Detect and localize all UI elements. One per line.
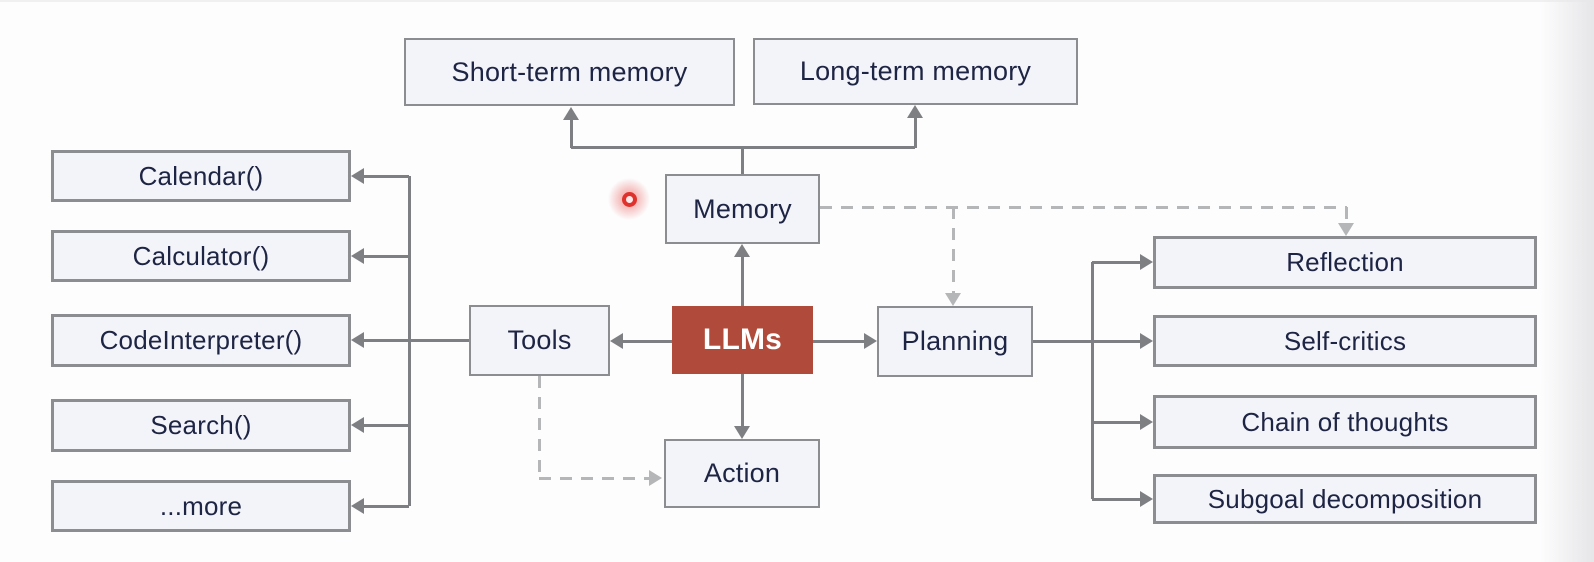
node-label-code-interpreter: CodeInterpreter() (99, 325, 303, 355)
node-memory: Memory (665, 174, 820, 244)
connector-branch-search (357, 423, 409, 427)
node-label-planning: Planning (901, 326, 1009, 356)
connector-dashed-to-planning (951, 207, 955, 294)
node-more: ...more (51, 480, 351, 532)
arrowhead-into-action (734, 426, 750, 439)
connector-branch-reflection (1092, 260, 1147, 264)
node-label-reflection: Reflection (1286, 247, 1404, 277)
arrowhead-dashed-into-reflection (1338, 223, 1354, 236)
connector-llms-to-action (740, 374, 744, 434)
connector-branch-calendar (357, 174, 409, 178)
node-llms: LLMs (672, 306, 813, 374)
node-search: Search() (51, 399, 351, 452)
arrowhead-dashed-into-action (649, 470, 662, 486)
node-label-calendar: Calendar() (138, 160, 264, 191)
connector-dashed-to-action (539, 476, 650, 480)
node-label-llms: LLMs (702, 323, 783, 356)
node-label-short-term-memory: Short-term memory (451, 56, 688, 87)
node-calculator: Calculator() (51, 230, 351, 282)
connector-right-trunk (1090, 262, 1094, 499)
node-reflection: Reflection (1153, 236, 1537, 289)
arrowhead-into-calculator (351, 248, 364, 264)
arrowhead-into-memory (734, 244, 750, 257)
connector-llms-to-memory (740, 250, 744, 306)
node-chain-of-thoughts: Chain of thoughts (1153, 395, 1537, 449)
node-tools: Tools (469, 305, 610, 376)
arrowhead-into-tools (610, 333, 623, 349)
right-edge-gradient (1540, 0, 1594, 562)
connector-branch-more (357, 504, 409, 508)
arrowhead-into-planning (864, 333, 877, 349)
arrowhead-into-calendar (351, 168, 364, 184)
connector-llms-to-planning (813, 339, 872, 343)
connector-to-long-term (913, 110, 917, 148)
arrowhead-into-code-interpreter (351, 332, 364, 348)
connector-tools-dashed-down (537, 376, 541, 479)
laser-pointer-ring (621, 191, 637, 207)
connector-branch-chain (1092, 420, 1147, 424)
arrowhead-into-self-critics (1140, 333, 1153, 349)
node-short-term-memory: Short-term memory (404, 38, 735, 106)
node-subgoal-decomposition: Subgoal decomposition (1153, 474, 1537, 524)
connector-branch-calculator (357, 254, 409, 258)
node-label-self-critics: Self-critics (1283, 325, 1407, 356)
node-label-long-term-memory: Long-term memory (799, 56, 1032, 86)
node-label-more: ...more (159, 490, 243, 521)
connector-branch-subgoal (1092, 497, 1147, 501)
arrowhead-into-search (351, 417, 364, 433)
arrowhead-into-long-term (907, 105, 923, 118)
node-label-tools: Tools (507, 325, 572, 355)
arrowhead-into-more (351, 498, 364, 514)
arrowhead-into-chain (1140, 414, 1153, 430)
connector-to-short-term (569, 112, 573, 148)
node-label-chain-of-thoughts: Chain of thoughts (1241, 406, 1449, 437)
laser-pointer-dot (607, 177, 651, 221)
connector-memory-split-bar (571, 145, 915, 149)
node-planning: Planning (877, 306, 1033, 377)
arrowhead-into-reflection-branch (1140, 254, 1153, 270)
node-self-critics: Self-critics (1153, 315, 1537, 367)
node-label-search: Search() (150, 410, 252, 440)
connector-left-trunk (407, 176, 411, 506)
node-label-memory: Memory (693, 193, 792, 224)
node-code-interpreter: CodeInterpreter() (51, 314, 351, 367)
connector-memory-top-stub (740, 147, 744, 174)
node-label-calculator: Calculator() (132, 240, 270, 271)
connector-dashed-to-reflection (1344, 207, 1348, 226)
connector-planning-feeder (1033, 339, 1147, 343)
connector-tools-feeder (357, 338, 469, 342)
node-calendar: Calendar() (51, 150, 351, 202)
connector-memory-dashed-out (820, 205, 1347, 209)
top-edge-sliver (0, 0, 1594, 2)
arrowhead-into-short-term (563, 107, 579, 120)
node-label-subgoal-decomposition: Subgoal decomposition (1207, 483, 1483, 514)
node-long-term-memory: Long-term memory (753, 38, 1078, 105)
arrowhead-into-subgoal (1140, 491, 1153, 507)
node-action: Action (664, 439, 820, 508)
node-label-action: Action (703, 458, 781, 488)
arrowhead-dashed-into-planning (945, 293, 961, 306)
connector-llms-to-tools (616, 339, 672, 343)
